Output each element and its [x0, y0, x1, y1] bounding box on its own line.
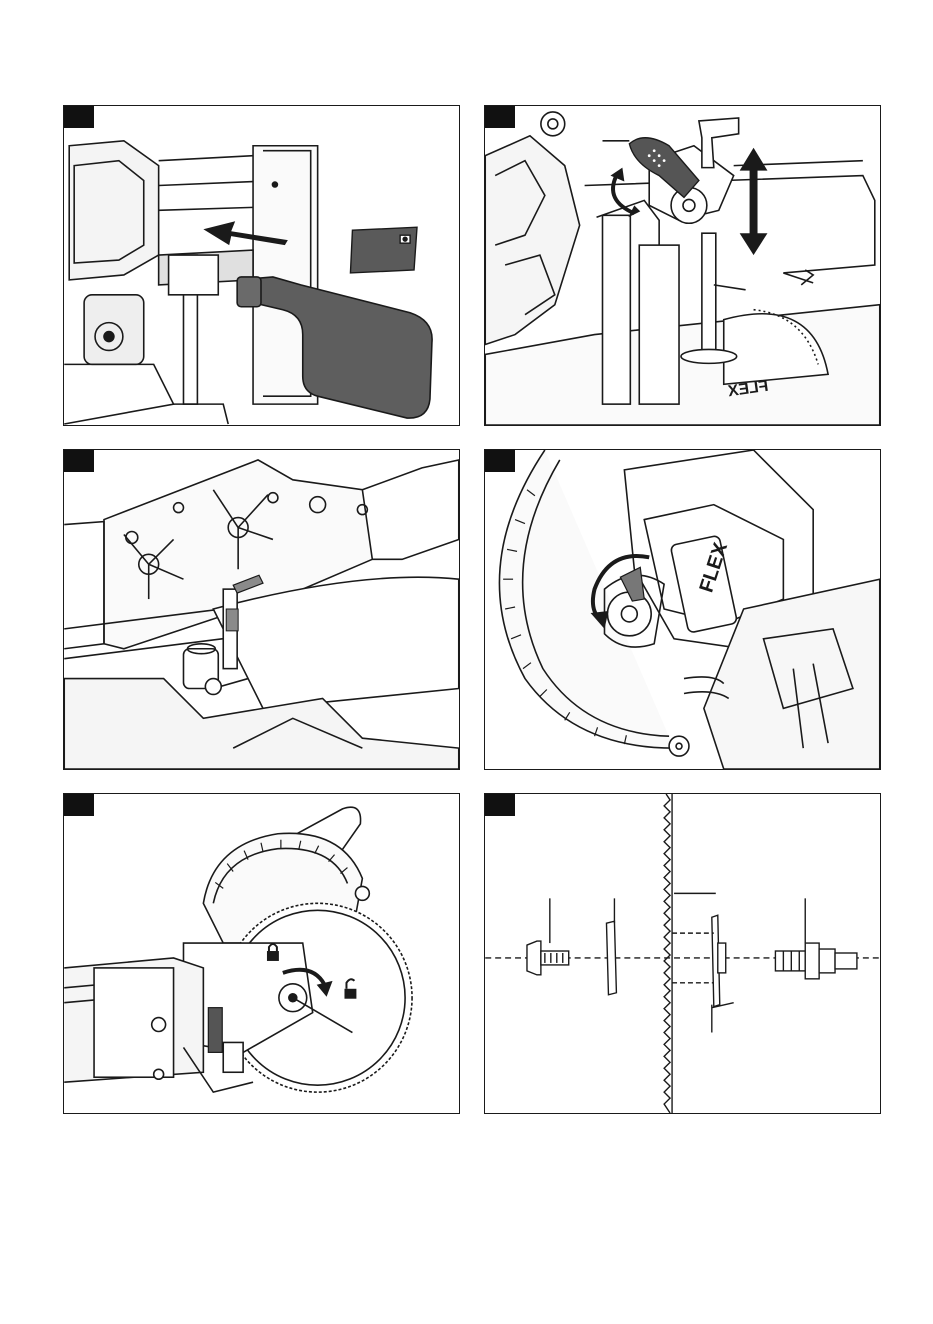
figure-panel-2: FLEX [484, 105, 881, 426]
figure-panel-6 [484, 793, 881, 1114]
figure-4-illustration: FLEX [485, 450, 880, 769]
figure-panel-3 [63, 449, 460, 770]
figure-panel-5 [63, 793, 460, 1114]
figure-panel-1 [63, 105, 460, 426]
figure-2-illustration: FLEX [485, 106, 880, 425]
figure-3-illustration [64, 450, 459, 769]
figure-1-illustration [64, 106, 459, 425]
double-arrow-icon [740, 148, 768, 255]
curved-arrow-icon [613, 176, 634, 214]
figure-5-illustration [64, 794, 459, 1113]
figure-panel-4: FLEX [484, 449, 881, 770]
figure-6-illustration [485, 794, 880, 1113]
